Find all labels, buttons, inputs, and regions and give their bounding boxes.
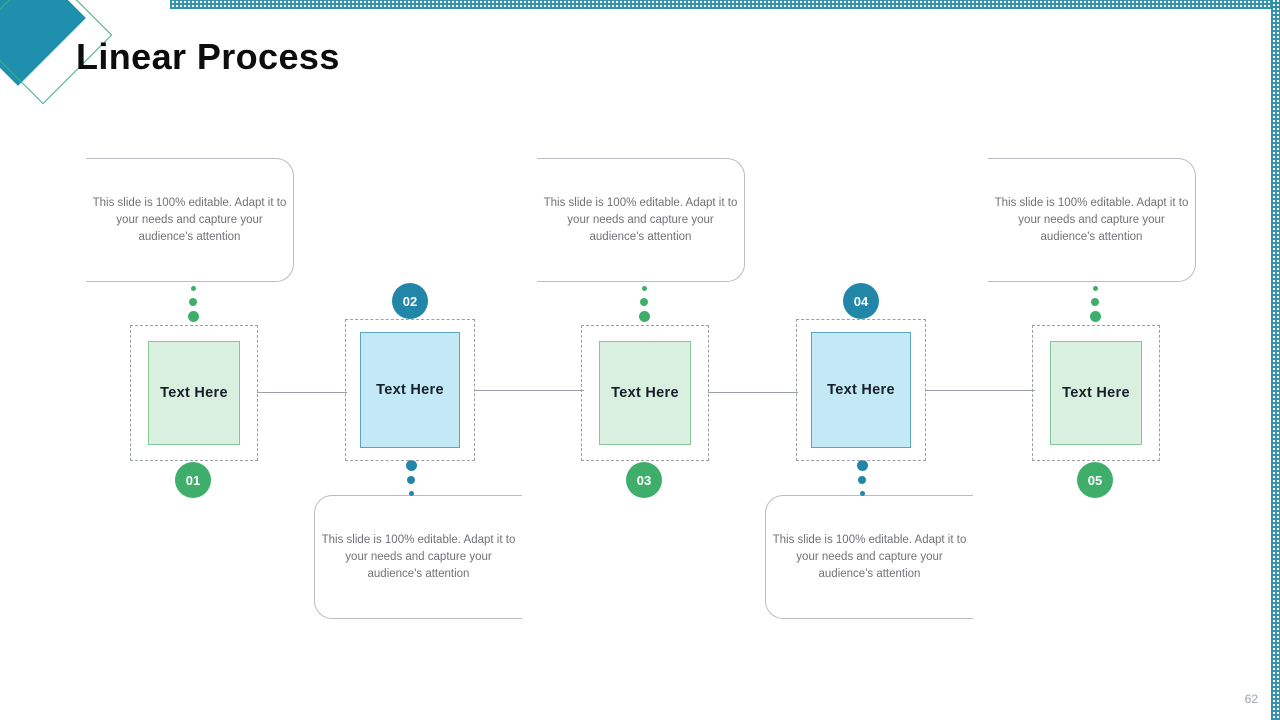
stage-label-05: Text Here [1062,385,1130,401]
dot-small [641,286,647,291]
page-number: 62 [1244,692,1258,706]
callout-text-04: This slide is 100% editable. Adapt it to… [772,533,967,580]
callout-step-04: This slide is 100% editable. Adapt it to… [765,495,973,619]
step-badge-01[interactable]: 01 [175,462,211,498]
stage-box-01[interactable]: Text Here [130,325,258,461]
callout-text-01: This slide is 100% editable. Adapt it to… [92,196,287,243]
dot-connector-03 [637,282,651,324]
dot-small [408,491,414,496]
dot-medium [858,476,866,484]
dot-medium [189,298,197,306]
stage-inner-01[interactable]: Text Here [148,341,240,445]
step-badge-label-01: 01 [185,472,201,488]
stage-box-02[interactable]: Text Here [345,319,475,461]
connector-line-04-05 [925,390,1035,391]
dot-large [187,311,199,322]
step-badge-label-04: 04 [853,293,869,309]
stage-label-01: Text Here [160,385,228,401]
dot-small [190,286,196,291]
callout-text-03: This slide is 100% editable. Adapt it to… [543,196,738,243]
callout-step-05: This slide is 100% editable. Adapt it to… [988,158,1196,282]
stage-inner-03[interactable]: Text Here [599,341,691,445]
stage-box-05[interactable]: Text Here [1032,325,1160,461]
stage-label-04: Text Here [827,382,895,398]
step-badge-label-03: 03 [636,472,652,488]
dot-small [1092,286,1098,291]
dot-connector-01 [186,282,200,324]
dot-large [405,460,417,471]
stage-label-03: Text Here [611,385,679,401]
stage-box-03[interactable]: Text Here [581,325,709,461]
callout-step-03: This slide is 100% editable. Adapt it to… [537,158,745,282]
connector-line-03-04 [708,392,798,393]
top-dotted-border [170,0,1280,9]
dot-connector-05 [1088,282,1102,324]
dot-large [638,311,650,322]
step-badge-label-05: 05 [1087,472,1103,488]
step-badge-02[interactable]: 02 [392,283,428,319]
callout-text-05: This slide is 100% editable. Adapt it to… [994,196,1189,243]
step-badge-03[interactable]: 03 [626,462,662,498]
right-dotted-border [1271,0,1280,720]
callout-text-02: This slide is 100% editable. Adapt it to… [321,533,516,580]
callout-step-01: This slide is 100% editable. Adapt it to… [86,158,294,282]
dot-large [1089,311,1101,322]
stage-label-02: Text Here [376,382,444,398]
stage-inner-05[interactable]: Text Here [1050,341,1142,445]
dot-connector-02 [404,458,418,500]
step-badge-05[interactable]: 05 [1077,462,1113,498]
page-title: Linear Process [76,36,340,77]
connector-line-01-02 [257,392,347,393]
callout-step-02: This slide is 100% editable. Adapt it to… [314,495,522,619]
stage-inner-02[interactable]: Text Here [360,332,460,448]
dot-small [859,491,865,496]
step-badge-label-02: 02 [402,293,418,309]
dot-medium [640,298,648,306]
connector-line-02-03 [474,390,584,391]
dot-medium [1091,298,1099,306]
dot-medium [407,476,415,484]
stage-box-04[interactable]: Text Here [796,319,926,461]
dot-large [856,460,868,471]
step-badge-04[interactable]: 04 [843,283,879,319]
dot-connector-04 [855,458,869,500]
stage-inner-04[interactable]: Text Here [811,332,911,448]
